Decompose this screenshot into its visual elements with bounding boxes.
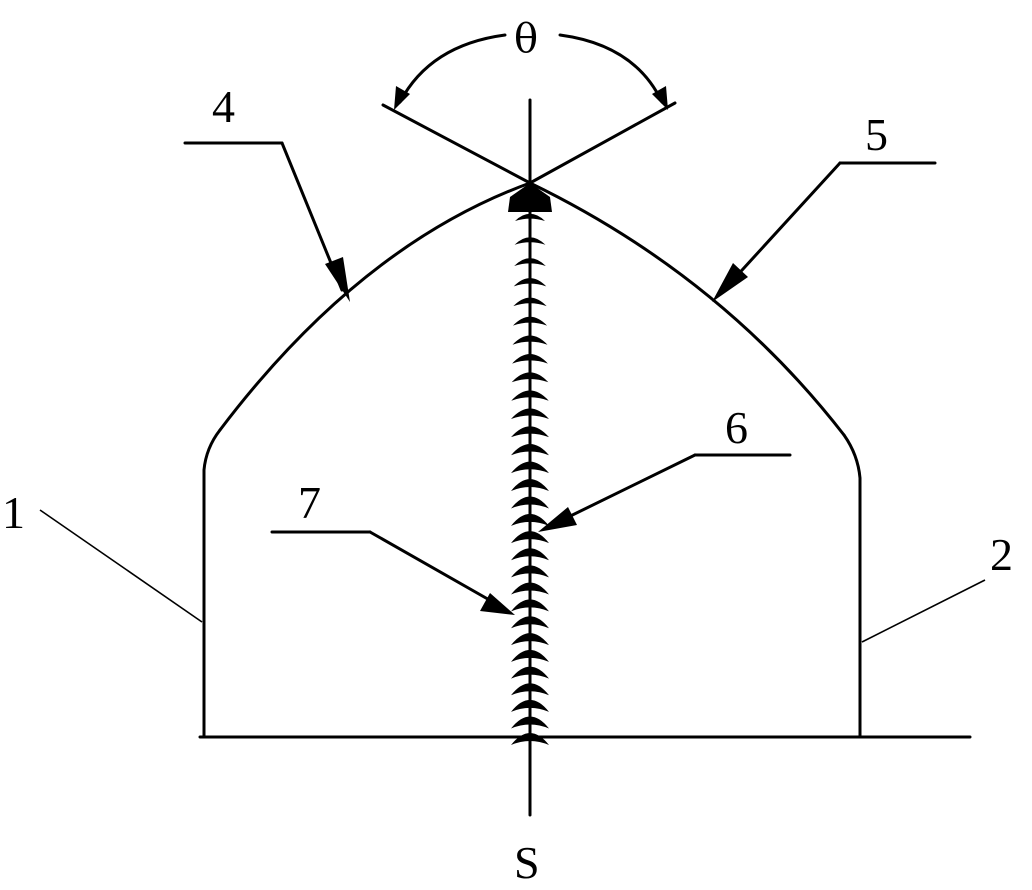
leader-line-1 bbox=[39, 509, 203, 623]
leader-arrow-5 bbox=[712, 263, 748, 302]
fin bbox=[511, 683, 549, 696]
label-s: S bbox=[514, 837, 540, 888]
fin bbox=[515, 213, 545, 221]
leader-line-6 bbox=[550, 453, 697, 527]
label-4: 4 bbox=[212, 81, 235, 132]
angle-arc bbox=[398, 33, 507, 104]
fin bbox=[511, 390, 549, 401]
fin bbox=[511, 444, 549, 456]
fin bbox=[511, 733, 549, 745]
fin bbox=[512, 354, 548, 364]
fin bbox=[511, 666, 549, 679]
angle-line-left bbox=[381, 103, 532, 185]
label-1: 1 bbox=[2, 487, 25, 538]
right-wall bbox=[842, 433, 862, 739]
fin bbox=[511, 616, 549, 629]
fin bbox=[511, 531, 549, 544]
fin bbox=[511, 426, 549, 438]
leader-arrow-7 bbox=[480, 593, 515, 615]
fin bbox=[511, 565, 549, 578]
leader-line-7 bbox=[368, 530, 502, 608]
label-7: 7 bbox=[298, 477, 321, 528]
angle-arrow-left bbox=[394, 86, 410, 110]
angle-arrow-right bbox=[652, 86, 668, 110]
left-arc bbox=[218, 181, 532, 432]
fin bbox=[511, 408, 549, 420]
fin bbox=[514, 237, 546, 245]
fin bbox=[511, 716, 549, 729]
fin bbox=[511, 372, 549, 383]
fin bbox=[511, 496, 549, 509]
leader-arrow-6 bbox=[538, 507, 577, 532]
leader-line-5 bbox=[720, 161, 842, 294]
fin bbox=[511, 649, 549, 662]
angle-arc-right bbox=[558, 33, 664, 104]
fin bbox=[511, 582, 549, 595]
fin bbox=[513, 278, 547, 287]
label-2: 2 bbox=[990, 529, 1013, 580]
fin bbox=[511, 633, 549, 646]
angle-line-right bbox=[528, 101, 677, 185]
leader-line-2 bbox=[861, 579, 986, 643]
fin bbox=[511, 599, 549, 612]
fin-cap bbox=[508, 183, 552, 212]
fin bbox=[511, 548, 549, 561]
label-6: 6 bbox=[725, 402, 748, 453]
label-5: 5 bbox=[865, 109, 888, 160]
right-arc bbox=[528, 181, 846, 437]
fin bbox=[511, 699, 549, 712]
fin-stack bbox=[508, 183, 552, 745]
fin bbox=[512, 335, 548, 345]
fin bbox=[514, 258, 546, 266]
angle-label: θ bbox=[514, 16, 538, 62]
fin bbox=[511, 513, 549, 526]
left-wall bbox=[202, 428, 222, 739]
fin bbox=[512, 316, 548, 326]
fin bbox=[513, 297, 547, 307]
fin bbox=[511, 461, 549, 474]
fin bbox=[511, 479, 549, 491]
leader-arrow-4 bbox=[325, 257, 350, 302]
